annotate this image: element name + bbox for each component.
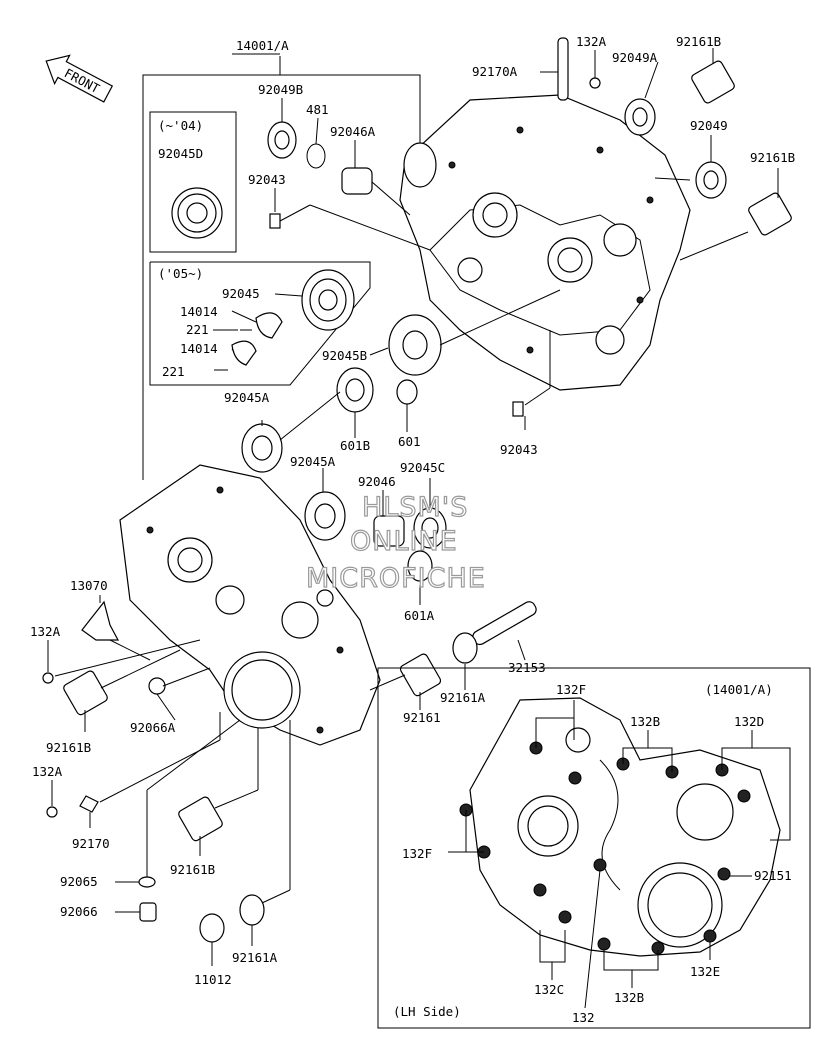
label-32153: 32153 [508,660,546,675]
label-92045: 92045 [222,286,260,301]
label-92161b-left: 92161B [46,740,91,755]
front-arrow-icon: FRONT [45,54,114,103]
label-601: 601 [398,434,421,449]
label-92170a: 92170A [472,64,518,79]
label-92043-top: 92043 [248,172,286,187]
late-box-label: ('05~) [158,266,203,281]
label-92161b-right: 92161B [750,150,795,165]
watermark-line-1: HLSM'S [362,492,468,523]
label-221-a: 221 [186,322,209,337]
label-92043-right: 92043 [500,442,538,457]
label-92170: 92170 [72,836,110,851]
watermark: HLSM'S ONLINE MICROFICHE [305,491,486,594]
label-92066: 92066 [60,904,98,919]
watermark-line-3: MICROFICHE [306,563,486,594]
label-132b-bottom: 132B [614,990,644,1005]
label-14001a: 14001/A [236,38,289,53]
label-92065: 92065 [60,874,98,889]
label-132d: 132D [734,714,764,729]
label-132: 132 [572,1010,595,1025]
label-92161: 92161 [403,710,441,725]
label-601a: 601A [404,608,435,623]
label-132a-top: 132A [576,34,607,49]
right-crankcase-half [399,94,691,391]
bearings-and-parts [42,37,792,943]
label-92151: 92151 [754,868,792,883]
label-11012: 11012 [194,972,232,987]
label-92045a-2: 92045A [290,454,336,469]
watermark-line-2: ONLINE [350,526,458,557]
label-132e: 132E [690,964,720,979]
label-14014-b: 14014 [180,341,218,356]
label-132c: 132C [534,982,564,997]
late-model-box: ('05~) [149,261,371,386]
early-box-label: (~'04) [158,118,203,133]
leader-lines [47,48,779,966]
label-221-b: 221 [162,364,185,379]
label-92161a-bottom: 92161A [232,950,278,965]
label-92045c: 92045C [400,460,445,475]
inset-title: (14001/A) [705,682,773,697]
inset-lh-side: (14001/A) (LH Side) [377,667,811,1029]
label-132b-top: 132B [630,714,660,729]
label-92045d: 92045D [158,146,203,161]
label-13070: 13070 [70,578,108,593]
label-132a-left: 132A [30,624,61,639]
label-481: 481 [306,102,329,117]
early-model-box: (~'04) [149,111,237,253]
part-labels: 14001/A 132A 92161B 92170A 92049A 92049B… [30,34,795,1025]
label-132f-left: 132F [402,846,432,861]
label-601b: 601B [340,438,370,453]
label-132f-top: 132F [556,682,586,697]
label-92049: 92049 [690,118,728,133]
inset-side-label: (LH Side) [393,1004,461,1019]
label-92161b-top: 92161B [676,34,721,49]
label-92161a: 92161A [440,690,486,705]
label-92046a: 92046A [330,124,376,139]
label-92045b: 92045B [322,348,367,363]
label-92046: 92046 [358,474,396,489]
label-92049b: 92049B [258,82,303,97]
assembly-bracket [142,56,421,480]
label-92045a-1: 92045A [224,390,270,405]
label-92161b-bottom: 92161B [170,862,215,877]
label-92049a: 92049A [612,50,658,65]
label-14014-a: 14014 [180,304,218,319]
label-92066a: 92066A [130,720,176,735]
label-132a-bottom: 132A [32,764,63,779]
inset-bolts [459,741,751,955]
left-crankcase-half [119,464,381,746]
